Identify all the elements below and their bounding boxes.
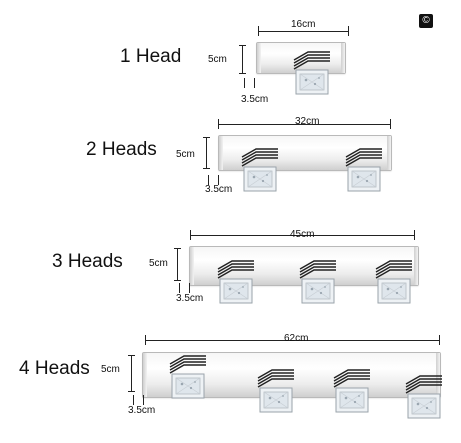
- width-tick-left: [218, 119, 219, 129]
- depth-tick-right: [143, 395, 144, 405]
- bar-end-cap: [219, 136, 223, 170]
- bar-end-cap: [414, 247, 418, 285]
- height-tick-top: [128, 355, 135, 356]
- depth-tick-right: [254, 78, 255, 88]
- variant-title: 2 Heads: [86, 139, 157, 160]
- crystal-lamp-head-icon: [299, 260, 336, 304]
- depth-label: 3.5cm: [176, 293, 204, 304]
- variant-title: 1 Head: [120, 46, 182, 67]
- height-dimension-line: [206, 137, 207, 168]
- crystal-lamp-head-icon: [257, 369, 294, 413]
- width-tick-right: [414, 230, 415, 240]
- width-tick-left: [190, 230, 191, 240]
- crystal-lamp-head-icon: [241, 148, 278, 192]
- depth-tick-right: [218, 175, 219, 185]
- width-dimension-line: [190, 235, 414, 236]
- depth-tick-left: [208, 175, 209, 185]
- width-label: 62cm: [284, 333, 309, 344]
- width-tick-right: [439, 335, 440, 345]
- height-tick-bottom: [128, 391, 135, 392]
- height-label: 5cm: [101, 364, 120, 375]
- height-label: 5cm: [176, 149, 195, 160]
- height-label: 5cm: [149, 258, 168, 269]
- depth-label: 3.5cm: [128, 405, 156, 416]
- width-label: 45cm: [290, 229, 315, 240]
- height-tick-bottom: [239, 73, 246, 74]
- crystal-lamp-head-icon: [375, 260, 412, 304]
- width-label: 16cm: [291, 19, 316, 30]
- bar-end-cap: [257, 43, 261, 73]
- height-dimension-line: [242, 45, 243, 73]
- width-tick-left: [258, 26, 259, 36]
- width-dimension-line: [258, 31, 348, 32]
- crystal-lamp-head-icon: [293, 51, 330, 95]
- width-dimension-line: [145, 340, 439, 341]
- depth-tick-left: [133, 395, 134, 405]
- width-tick-right: [348, 26, 349, 36]
- bar-end-cap: [341, 43, 345, 73]
- depth-label: 3.5cm: [205, 184, 233, 195]
- crystal-lamp-head-icon: [169, 355, 206, 399]
- width-tick-left: [145, 335, 146, 345]
- crystal-lamp-head-icon: [333, 369, 370, 413]
- width-tick-right: [390, 119, 391, 129]
- variant-title: 3 Heads: [52, 251, 123, 272]
- width-label: 32cm: [295, 116, 320, 127]
- fixture-bar: [218, 135, 392, 171]
- depth-label: 3.5cm: [241, 94, 269, 105]
- crystal-lamp-head-icon: [217, 260, 254, 304]
- depth-tick-left: [244, 78, 245, 88]
- bar-end-cap: [436, 353, 440, 397]
- height-tick-top: [239, 45, 246, 46]
- height-tick-top: [203, 137, 210, 138]
- crystal-lamp-head-icon: [405, 375, 442, 419]
- variant-title: 4 Heads: [19, 358, 90, 379]
- width-dimension-line: [218, 124, 390, 125]
- depth-tick-right: [189, 283, 190, 293]
- copyright-logo: ©: [419, 14, 433, 28]
- height-tick-bottom: [203, 168, 210, 169]
- crystal-lamp-head-icon: [345, 148, 382, 192]
- height-dimension-line: [131, 355, 132, 391]
- bar-end-cap: [143, 353, 147, 397]
- height-dimension-line: [177, 248, 178, 280]
- bar-end-cap: [190, 247, 194, 285]
- bar-end-cap: [387, 136, 391, 170]
- depth-tick-left: [179, 283, 180, 293]
- height-label: 5cm: [208, 54, 227, 65]
- height-tick-top: [174, 248, 181, 249]
- height-tick-bottom: [174, 280, 181, 281]
